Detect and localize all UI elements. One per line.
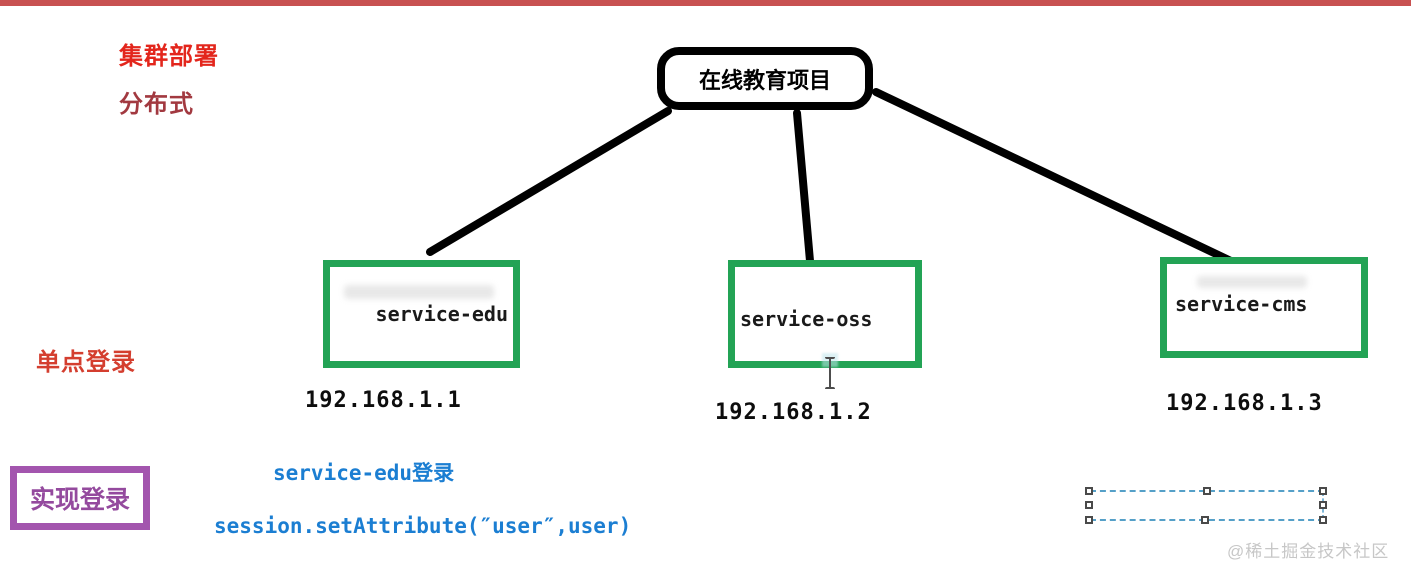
node-service-oss-label: service-oss (740, 307, 873, 331)
login-implement-label: 实现登录 (29, 486, 130, 514)
node-service-oss[interactable]: service-oss (728, 260, 922, 368)
erased-text-artifact (1197, 276, 1307, 288)
erased-text-artifact (344, 285, 494, 299)
selection-handle-top-left[interactable] (1085, 487, 1093, 495)
cursor-serif-top (825, 357, 835, 359)
watermark: @稀土掘金技术社区 (1227, 542, 1390, 561)
login-implement-box[interactable]: 实现登录 (10, 466, 150, 530)
note-service-edu-login: service-edu登录 (273, 461, 455, 485)
selection-handle-bottom-right[interactable] (1319, 516, 1327, 524)
node-service-edu[interactable]: service-edu (323, 260, 520, 368)
selection-handle-middle-left[interactable] (1085, 501, 1093, 509)
ip-label-cms: 192.168.1.3 (1166, 391, 1323, 416)
ip-label-edu: 192.168.1.1 (305, 388, 462, 413)
cursor-serif-bottom (825, 387, 835, 389)
top-red-strip (0, 0, 1411, 6)
node-root-label: 在线教育项目 (698, 67, 831, 93)
node-root[interactable]: 在线教育项目 (657, 47, 873, 110)
label-cluster-deploy: 集群部署 (119, 43, 219, 70)
selection-handle-bottom-left[interactable] (1085, 516, 1093, 524)
connector-root-to-cms (872, 88, 1237, 266)
note-session-setattribute: session.setAttribute(″user″,user) (214, 514, 632, 538)
ip-label-oss: 192.168.1.2 (715, 400, 872, 425)
selection-handle-bottom-middle[interactable] (1201, 516, 1209, 524)
node-service-edu-label: service-edu (375, 302, 508, 326)
label-distributed: 分布式 (119, 91, 194, 118)
node-service-cms-label: service-cms (1175, 291, 1308, 316)
selection-marquee[interactable] (1085, 487, 1327, 524)
cursor-stem (829, 357, 831, 389)
selection-handle-top-middle[interactable] (1203, 487, 1211, 495)
selection-handle-middle-right[interactable] (1319, 501, 1327, 509)
connector-root-to-edu (426, 107, 672, 256)
selection-handle-top-right[interactable] (1319, 487, 1327, 495)
label-single-sign-on: 单点登录 (36, 349, 136, 376)
node-service-cms[interactable]: service-cms (1160, 257, 1368, 358)
connector-root-to-oss (793, 109, 814, 265)
ibeam-cursor-icon (820, 353, 840, 393)
